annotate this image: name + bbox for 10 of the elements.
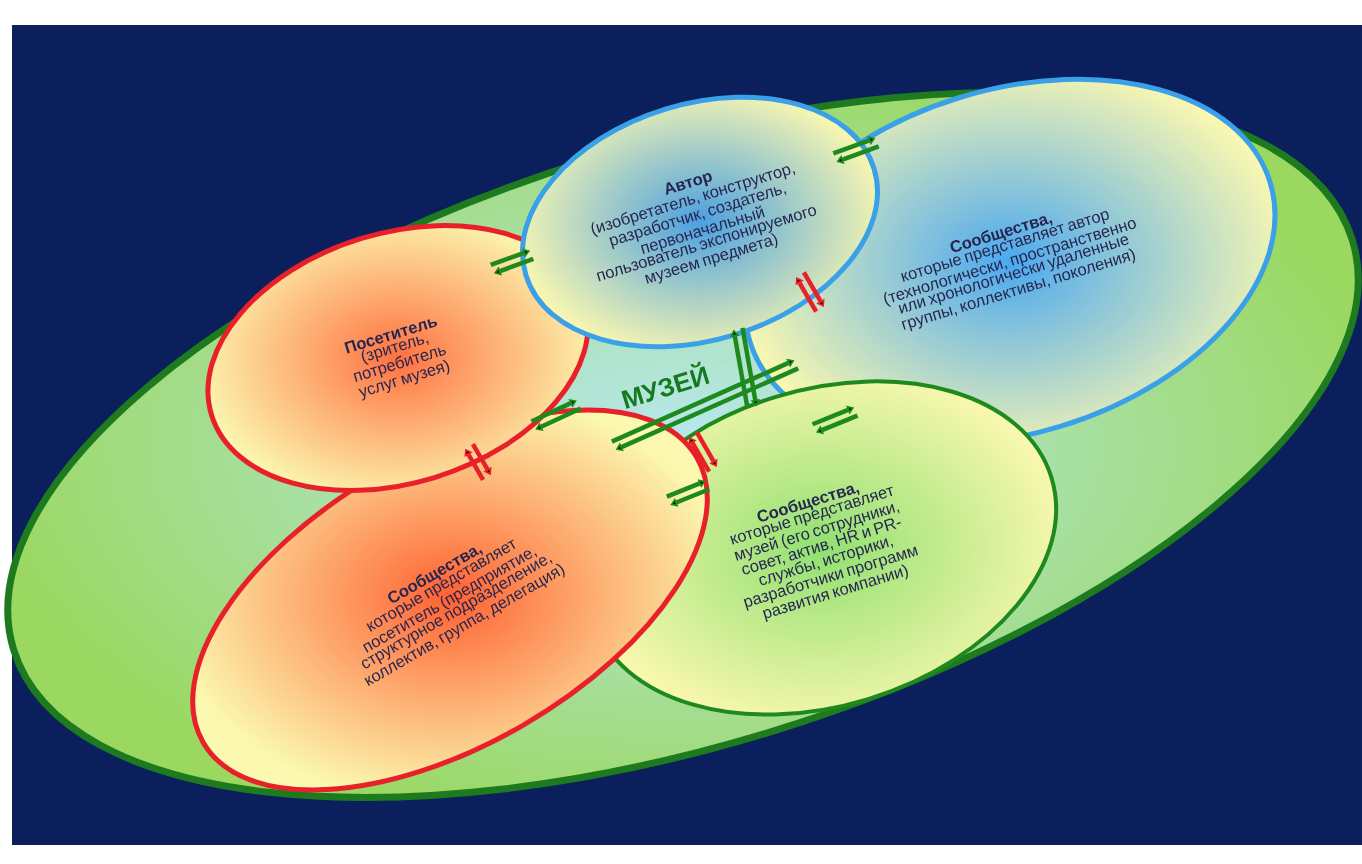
arrow — [530, 399, 582, 431]
arrow — [610, 358, 800, 452]
arrow — [665, 479, 711, 507]
arrow — [730, 327, 760, 409]
arrow — [832, 136, 880, 164]
arrow — [688, 431, 718, 473]
arrow — [464, 443, 492, 481]
arrow — [811, 405, 859, 435]
arrow — [489, 248, 535, 276]
arrow — [795, 271, 825, 313]
